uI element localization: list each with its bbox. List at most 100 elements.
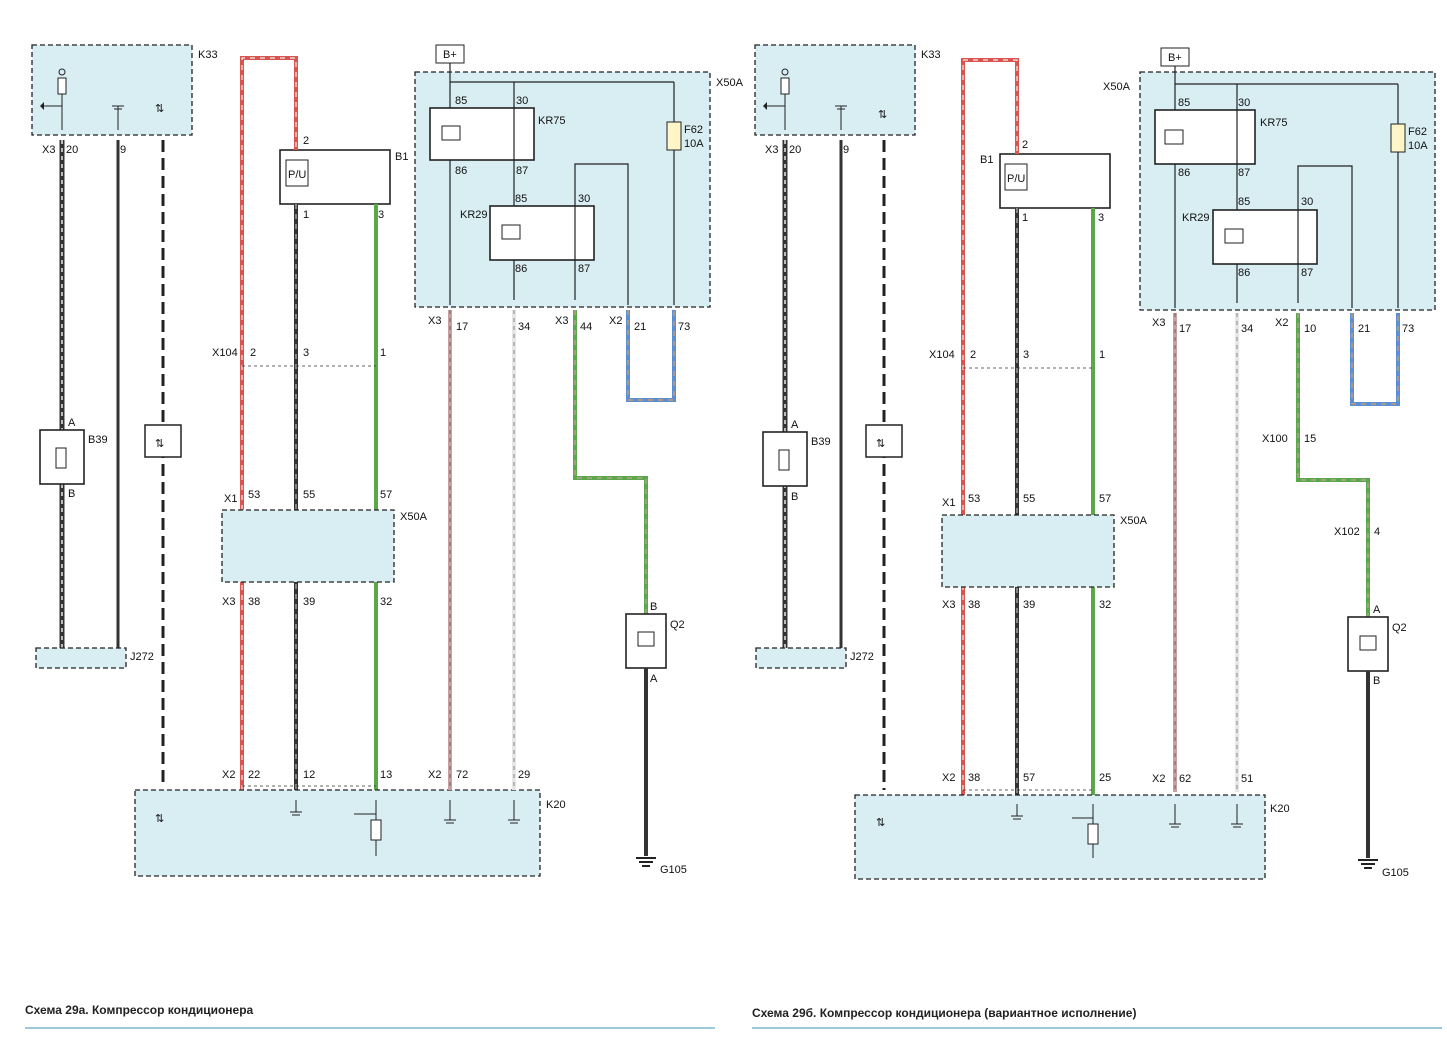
wire-red-stripe (241, 57, 297, 800)
b39-sensor (39, 429, 85, 485)
x2-pin-25-r: 25 (1099, 772, 1111, 784)
x2-pin-13: 13 (380, 769, 392, 781)
right-diagram: K33 ⇅ X3 20 9 B39 A B ⇅ J272 B1 (754, 44, 1436, 880)
b1-pin-2: 2 (303, 135, 309, 147)
x104-label-r: X104 (929, 349, 955, 361)
x2-pin-22: 22 (248, 769, 260, 781)
k33-bus-icon-r: ⇅ (878, 109, 887, 121)
kr29-coil-icon (501, 224, 521, 240)
kr75-pin-30: 30 (516, 95, 528, 107)
k33-sensor-icon (40, 68, 67, 130)
k20-module (134, 789, 541, 877)
kr29-coil-icon-r (1224, 228, 1244, 244)
k20-module-r (854, 794, 1266, 880)
b1-pin-3: 3 (378, 209, 384, 221)
q2-pin-bot-r: B (1373, 675, 1380, 687)
b1-label: B1 (395, 151, 408, 163)
kr75-pin-85: 85 (455, 95, 467, 107)
q2-pin-top: B (650, 601, 657, 613)
x3-pin-20-r: 20 (789, 144, 801, 156)
bus-box-r (865, 424, 903, 458)
j272-label-r: J272 (850, 651, 874, 663)
x3-pin-9-r: 9 (843, 144, 849, 156)
g105-label: G105 (660, 864, 687, 876)
right-caption-rule (752, 1027, 1442, 1029)
kr75-pin-87: 87 (516, 165, 528, 177)
x2-right-pin-72: 72 (456, 769, 468, 781)
bus-box-icon: ⇅ (155, 438, 164, 450)
x100-pin-15-r: 15 (1304, 433, 1316, 445)
pu-text: P/U (288, 169, 306, 181)
f62-label-r: F62 (1408, 126, 1427, 138)
x102-pin-4-r: 4 (1374, 526, 1380, 538)
kr29-switch-line (574, 163, 629, 305)
k33-module-r (754, 44, 916, 136)
kr29-pin-86-r: 86 (1238, 267, 1250, 279)
x3-pin-20: 20 (66, 144, 78, 156)
x1-pin-55-r: 55 (1023, 493, 1035, 505)
x102-label-r: X102 (1334, 526, 1360, 538)
relay-x3-pin-34: 34 (518, 321, 530, 333)
x3b-pin-39-r: 39 (1023, 599, 1035, 611)
g105-ground-icon-r (1358, 859, 1378, 869)
relay-x3b-pin-44: 44 (580, 321, 592, 333)
k20-resistor-icon-r (1072, 804, 1099, 858)
b1-sensor (279, 149, 391, 205)
q2-pin-top-r: A (1373, 604, 1381, 616)
x3-pin-9: 9 (120, 144, 126, 156)
kr29-pin-30-r: 30 (1301, 196, 1313, 208)
relay-x3-label: X3 (428, 315, 441, 327)
x2-right-label: X2 (428, 769, 441, 781)
relay-x3-pin-34-r: 34 (1241, 323, 1253, 335)
k33-label: K33 (198, 49, 218, 61)
x2-pin-38-r: 38 (968, 772, 980, 784)
x50a-mid-label: X50A (400, 511, 428, 523)
bplus-label-r: B+ (1168, 52, 1182, 64)
f62-rating-r: 10A (1408, 140, 1428, 152)
relay-x2-pin-10-r: 10 (1304, 323, 1316, 335)
x3b-pin-38-r: 38 (968, 599, 980, 611)
f62-fuse-r (1390, 123, 1406, 153)
x2-label-r: X2 (942, 772, 955, 784)
kr75-label-r: KR75 (1260, 117, 1288, 129)
thermistor-icon-r (778, 449, 790, 471)
g105-ground-icon (636, 857, 656, 867)
x3-label-r: X3 (765, 144, 778, 156)
j272-splice (35, 647, 127, 669)
x3b-label: X3 (222, 596, 235, 608)
bus-box (144, 424, 182, 458)
x50a-mid-box-r (941, 514, 1115, 588)
k20-bus-icon: ⇅ (155, 813, 164, 825)
b1-pin-3-r: 3 (1098, 212, 1104, 224)
kr75-coil-icon-r (1164, 129, 1184, 145)
q2-label: Q2 (670, 619, 685, 631)
kr75-pin-87-r: 87 (1238, 167, 1250, 179)
thermistor-icon (55, 447, 67, 469)
x3b-pin-32-r: 32 (1099, 599, 1111, 611)
kr29-label-r: KR29 (1182, 212, 1210, 224)
x2-label: X2 (222, 769, 235, 781)
x50a-top-label-r: X50A (1103, 81, 1131, 93)
right-caption: Схема 29б. Компрессор кондиционера (вари… (752, 1006, 1137, 1020)
k33-ground-icon (112, 105, 124, 130)
b1-label-r: B1 (980, 154, 993, 166)
b1-pin-2-r: 2 (1022, 139, 1028, 151)
k20-bus-icon-r: ⇅ (876, 817, 885, 829)
bus-box-icon-r: ⇅ (876, 438, 885, 450)
kr75-pin-30-r: 30 (1238, 97, 1250, 109)
f62-label: F62 (684, 124, 703, 136)
kr75-pin-85-r: 85 (1178, 97, 1190, 109)
k20-ground-icon (290, 800, 302, 816)
k33-ground-icon-r (835, 105, 847, 130)
k20-resistor-icon (354, 800, 382, 856)
wire-10-r (1296, 313, 1370, 617)
x104-pin-2-r: 2 (970, 349, 976, 361)
relay-x2-pin-21: 21 (634, 321, 646, 333)
x1-label-r: X1 (942, 497, 955, 509)
f62-rating: 10A (684, 138, 704, 150)
x100-label-r: X100 (1262, 433, 1288, 445)
kr75-pin-86-r: 86 (1178, 167, 1190, 179)
wire-21-73-stripe (627, 310, 675, 401)
b39-pin-b: B (68, 488, 75, 500)
